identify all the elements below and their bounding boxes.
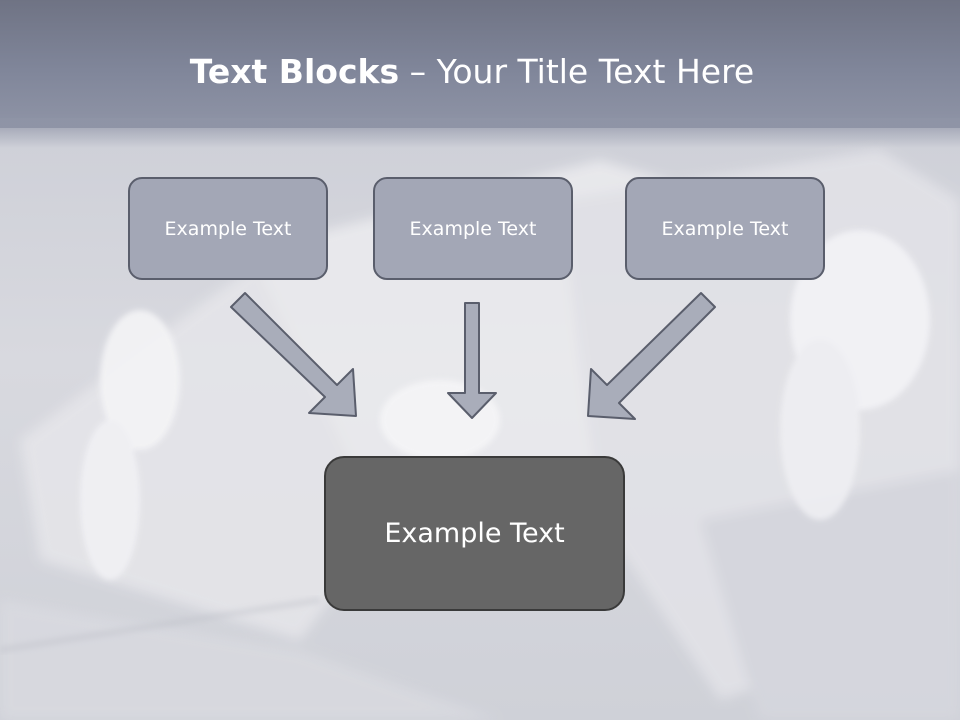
text-block-1: Example Text — [128, 177, 328, 280]
title-dash: – — [399, 52, 437, 91]
title-band-fade — [0, 118, 960, 148]
text-block-2: Example Text — [373, 177, 573, 280]
text-block-3: Example Text — [625, 177, 825, 280]
text-block-center: Example Text — [324, 456, 625, 611]
title-band — [0, 0, 960, 128]
title-bold-part: Text Blocks — [189, 52, 400, 91]
slide-title: Text Blocks – Your Title Text Here — [0, 52, 944, 91]
title-rest: Your Title Text Here — [436, 52, 755, 91]
